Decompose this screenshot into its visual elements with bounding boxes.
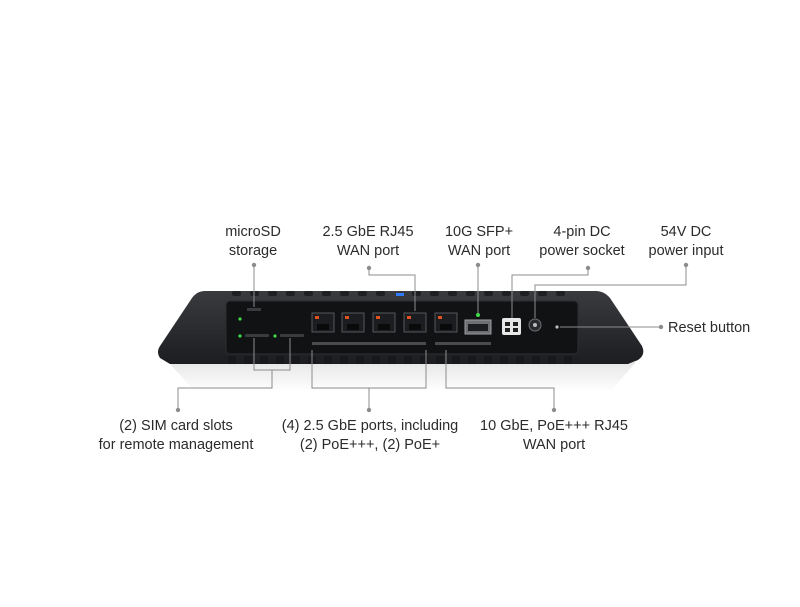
bottom-fins [228,356,572,364]
sfp-label: 10G SFP+ WAN port [438,223,520,261]
wan-ports-bar [435,342,491,345]
rj45-port-1-contacts [317,324,329,330]
rj45-port-3-contacts [378,324,390,330]
wan-rj45-label: 2.5 GbE RJ45 WAN port [312,223,424,261]
dc54v-label: 54V DC power input [640,223,732,261]
dc-4pin-pin-4 [513,328,518,332]
sim-label: (2) SIM card slots for remote management [86,417,266,455]
wan-rj45-label-line1: 2.5 GbE RJ45 [322,224,414,240]
ports-label: (4) 2.5 GbE ports, including (2) PoE+++,… [272,417,468,455]
front-panel [225,300,579,355]
callout-dots [175,262,689,413]
rj45-port-4-accent [407,316,411,319]
dc4pin-label: 4-pin DC power socket [532,223,632,261]
sfp-led [476,313,480,317]
ports-label-line1: (4) 2.5 GbE ports, including [281,418,459,434]
rj45-port-3-accent [376,316,380,319]
microsd-label: microSD storage [218,223,288,261]
rj45-port-wan-10g[interactable] [434,312,458,333]
sfp-label-line2: WAN port [447,243,511,259]
sfp-label-line1: 10G SFP+ [444,224,514,240]
wan10g-label: 10 GbE, PoE+++ RJ45 WAN port [470,417,638,455]
top-blue-indicator [396,293,404,296]
microsd-label-line2: storage [228,243,278,259]
dc4pin-label-line1: 4-pin DC [553,224,611,240]
rj45-port-1-accent [315,316,319,319]
rj45-port-2[interactable] [341,312,365,333]
rj45-port-2-accent [345,316,349,319]
microsd-label-line1: microSD [225,224,281,240]
sim-label-line1: (2) SIM card slots [119,418,233,434]
rj45-port-2-contacts [347,324,359,330]
rj45-port-wan-10g-accent [438,316,442,319]
rj45-port-4-contacts [409,324,421,330]
rj45-port-4[interactable] [403,312,427,333]
dc-4pin-housing [502,318,521,335]
sim-label-line2: for remote management [98,437,254,453]
heatsink-ridges [232,291,565,296]
sim-led-1 [238,334,242,338]
dc54v-label-line2: power input [648,243,724,259]
dc-4pin-pin-2 [513,322,518,326]
dc4pin-label-line2: power socket [539,243,625,259]
sfp-port-opening [468,324,488,331]
lan-ports-bar [312,342,426,345]
reset-label: Reset button [668,319,750,338]
dc-4pin-pin-3 [505,328,510,332]
dc-54v-pin [533,323,537,327]
sim-slot-2-opening [280,334,304,337]
dc-54v-input[interactable] [528,318,542,332]
wan10g-label-line1: 10 GbE, PoE+++ RJ45 [480,418,628,434]
ports-label-line2: (2) PoE+++, (2) PoE+ [299,437,441,453]
rj45-port-3[interactable] [372,312,396,333]
callout-lines [177,265,687,410]
reset-label-text: Reset button [668,320,751,336]
wan10g-label-line2: WAN port [522,437,586,453]
microsd-slot[interactable] [247,308,261,311]
sim-slot-1[interactable] [238,334,269,338]
dc-4pin-socket[interactable] [502,318,521,335]
rj45-port-1[interactable] [311,312,335,333]
sim-led-2 [273,334,277,338]
reset-button[interactable] [555,325,559,329]
sim-slot-1-opening [245,334,269,337]
wan-rj45-label-line2: WAN port [336,243,400,259]
dc54v-label-line1: 54V DC [660,224,712,240]
dc-4pin-pin-1 [505,322,510,326]
microsd-led [238,317,242,321]
rj45-port-wan-10g-contacts [440,324,452,330]
sfp-port[interactable] [464,313,492,335]
sim-slot-2[interactable] [273,334,304,338]
